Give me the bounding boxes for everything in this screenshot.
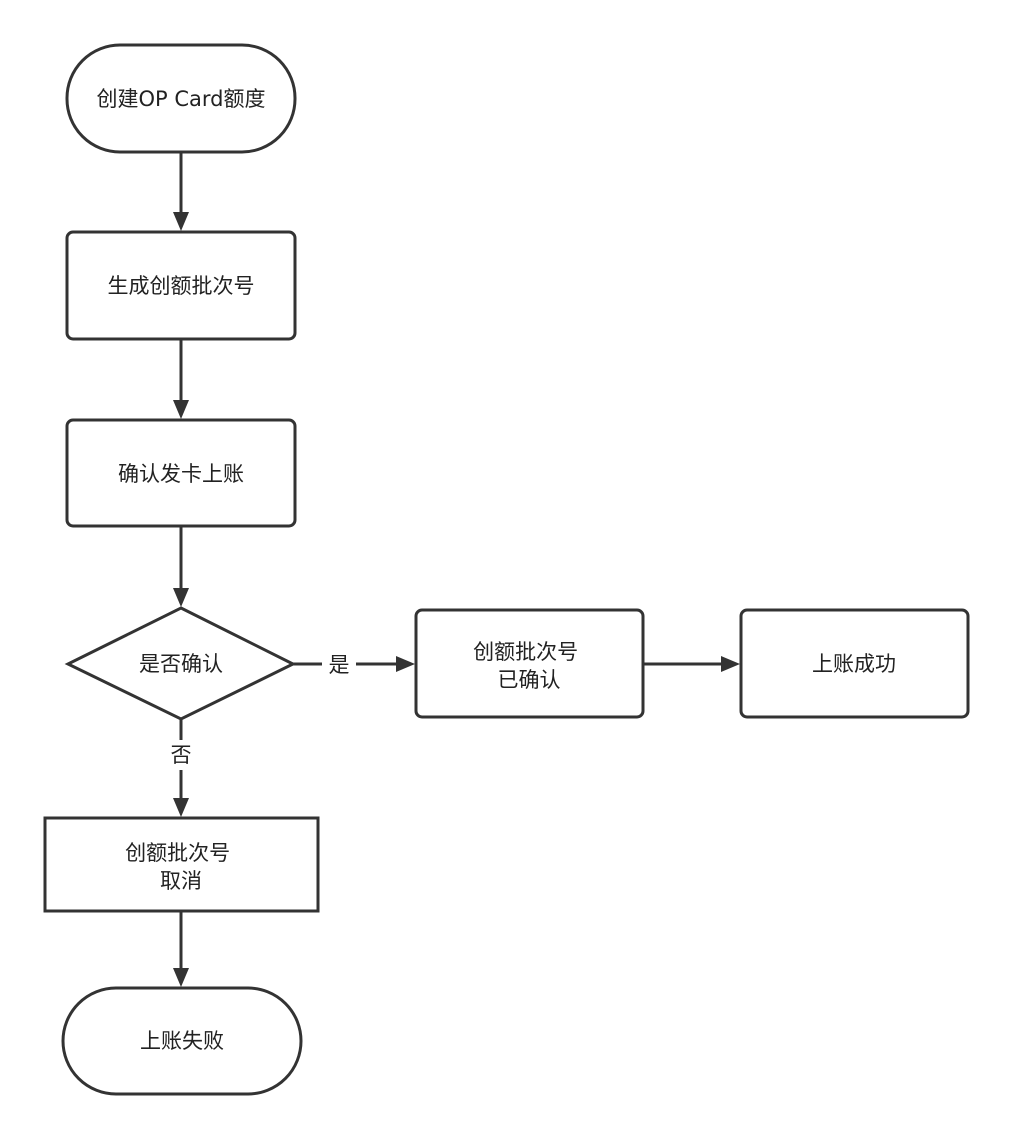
confirmed-label: 创额批次号 已确认 (473, 640, 585, 692)
node-cancelled: 创额批次号 取消 (43, 816, 320, 913)
decision-label: 是否确认 (139, 652, 223, 676)
yes-label-bg (322, 650, 356, 678)
confirmed-label-line-2: 已确认 (498, 668, 561, 692)
node-generate: 生成创额批次号 (65, 230, 297, 341)
success-label: 上账成功 (812, 652, 896, 676)
start-label-line-1: 创建OP Card额度 (97, 87, 266, 111)
cancelled-label: 创额批次号 取消 (125, 841, 237, 893)
edges (173, 152, 740, 987)
success-label-line-1: 上账成功 (812, 652, 896, 676)
failure-label-line-1: 上账失败 (140, 1029, 224, 1053)
cancelled-label-line-2: 取消 (160, 869, 202, 893)
node-failure: 上账失败 (61, 986, 303, 1096)
arrowhead-failure (173, 968, 189, 987)
confirmed-label-line-1: 创额批次号 (473, 640, 578, 664)
yes-label: 是 (329, 653, 350, 677)
node-success: 上账成功 (739, 608, 970, 719)
no-label-bg (166, 740, 196, 770)
generate-process-box (65, 230, 297, 341)
confirm-issue-label: 确认发卡上账 (118, 462, 244, 486)
arrowhead-generate (173, 212, 189, 231)
generate-label: 生成创额批次号 (108, 274, 255, 298)
confirmed-process-box (414, 608, 645, 719)
node-confirmed: 创额批次号 已确认 (414, 608, 645, 719)
cancelled-label-line-1: 创额批次号 (125, 841, 230, 865)
failure-label: 上账失败 (140, 1029, 224, 1053)
no-label: 否 (171, 743, 192, 767)
arrowhead-success (721, 656, 740, 672)
confirm-issue-process-box (65, 418, 297, 528)
edge-labels: 是 否 (166, 650, 356, 770)
cancelled-process-box (43, 816, 320, 913)
arrowhead-cancelled (173, 798, 189, 817)
arrowhead-decision (173, 588, 189, 607)
generate-label-line-1: 生成创额批次号 (108, 274, 255, 298)
node-start: 创建OP Card额度 (65, 43, 297, 154)
decision-label-line-1: 是否确认 (139, 652, 223, 676)
arrowhead-confirmed (396, 656, 415, 672)
node-confirm-issue: 确认发卡上账 (65, 418, 297, 528)
confirm-issue-label-line-1: 确认发卡上账 (118, 462, 244, 486)
start-label: 创建OP Card额度 (97, 87, 266, 111)
start-terminator (65, 43, 297, 154)
failure-terminator (61, 986, 303, 1096)
node-decision: 是否确认 (64, 606, 297, 721)
arrowhead-confirm-issue (173, 400, 189, 419)
decision-diamond (64, 606, 297, 721)
success-process-box (739, 608, 970, 719)
